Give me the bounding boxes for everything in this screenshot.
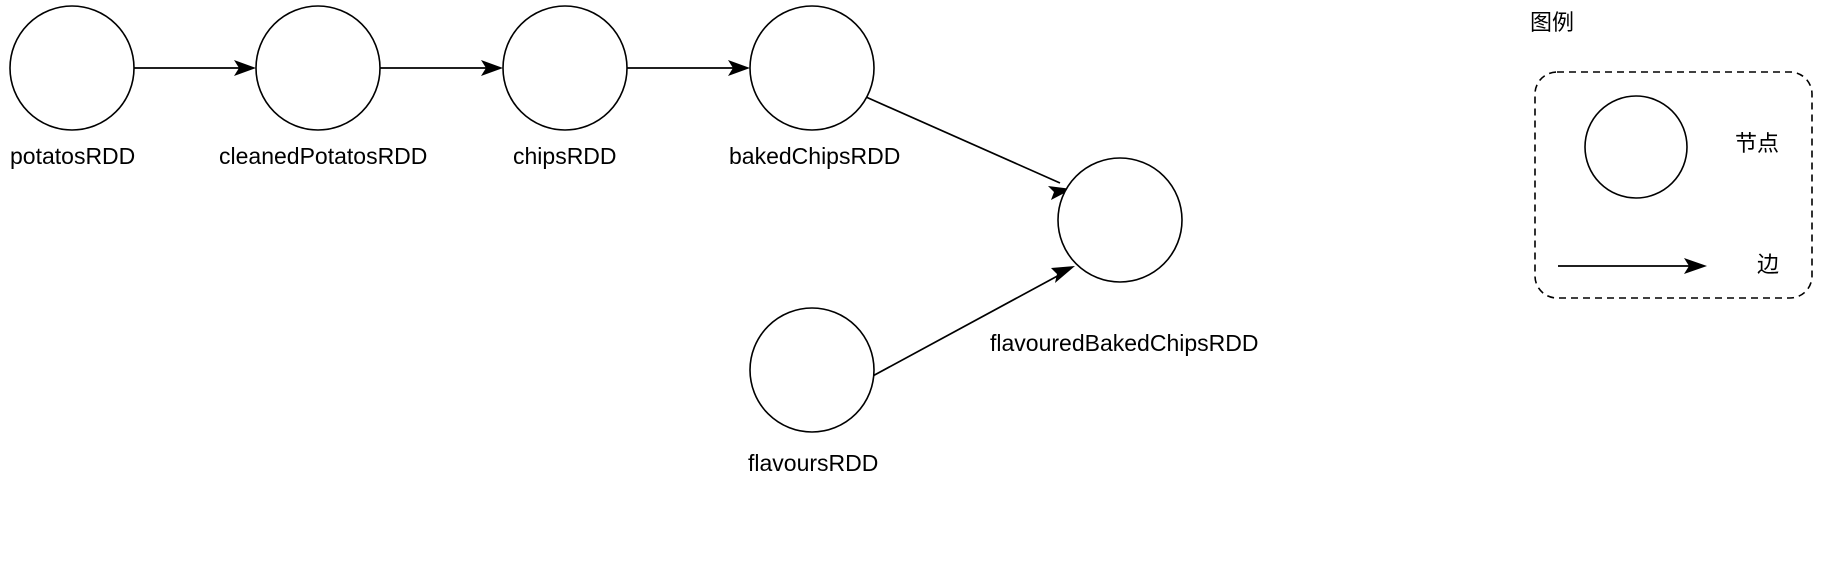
node-label-flavoursRDD: flavoursRDD — [748, 450, 879, 476]
arrow-head-icon — [1051, 266, 1075, 283]
edge-chipsRDD-to-bakedChipsRDD — [627, 60, 750, 76]
node-chipsRDD[interactable] — [502, 5, 628, 131]
legend-node-label: 节点 — [1735, 131, 1780, 156]
node-label-potatosRDD: potatosRDD — [10, 143, 136, 169]
node-label-chipsRDD: chipsRDD — [513, 143, 617, 169]
legend-box — [1534, 71, 1813, 299]
legend-edge-label: 边 — [1757, 252, 1780, 277]
node-label-cleanedPotatosRDD: cleanedPotatosRDD — [219, 143, 428, 169]
arrow-head-icon — [481, 60, 503, 76]
legend-title: 图例 — [1530, 10, 1575, 35]
edge-cleanedPotatosRDD-to-chipsRDD — [380, 60, 503, 76]
node-label-bakedChipsRDD: bakedChipsRDD — [729, 143, 901, 169]
legend-sample-node-icon — [1584, 95, 1688, 199]
node-label-flavouredBakedChipsRDD: flavouredBakedChipsRDD — [990, 330, 1259, 356]
node-flavouredBakedChipsRDD[interactable] — [1057, 157, 1183, 283]
node-cleanedPotatosRDD[interactable] — [255, 5, 381, 131]
edge-potatosRDD-to-cleanedPotatosRDD — [134, 60, 256, 76]
node-flavoursRDD[interactable] — [749, 307, 875, 433]
arrow-head-icon — [728, 60, 750, 76]
arrow-head-icon — [234, 60, 256, 76]
node-potatosRDD[interactable] — [9, 5, 135, 131]
node-bakedChipsRDD[interactable] — [749, 5, 875, 131]
edge-flavoursRDD-to-flavouredBakedChipsRDD — [868, 266, 1075, 379]
legend-sample-edge-icon — [1558, 258, 1707, 274]
